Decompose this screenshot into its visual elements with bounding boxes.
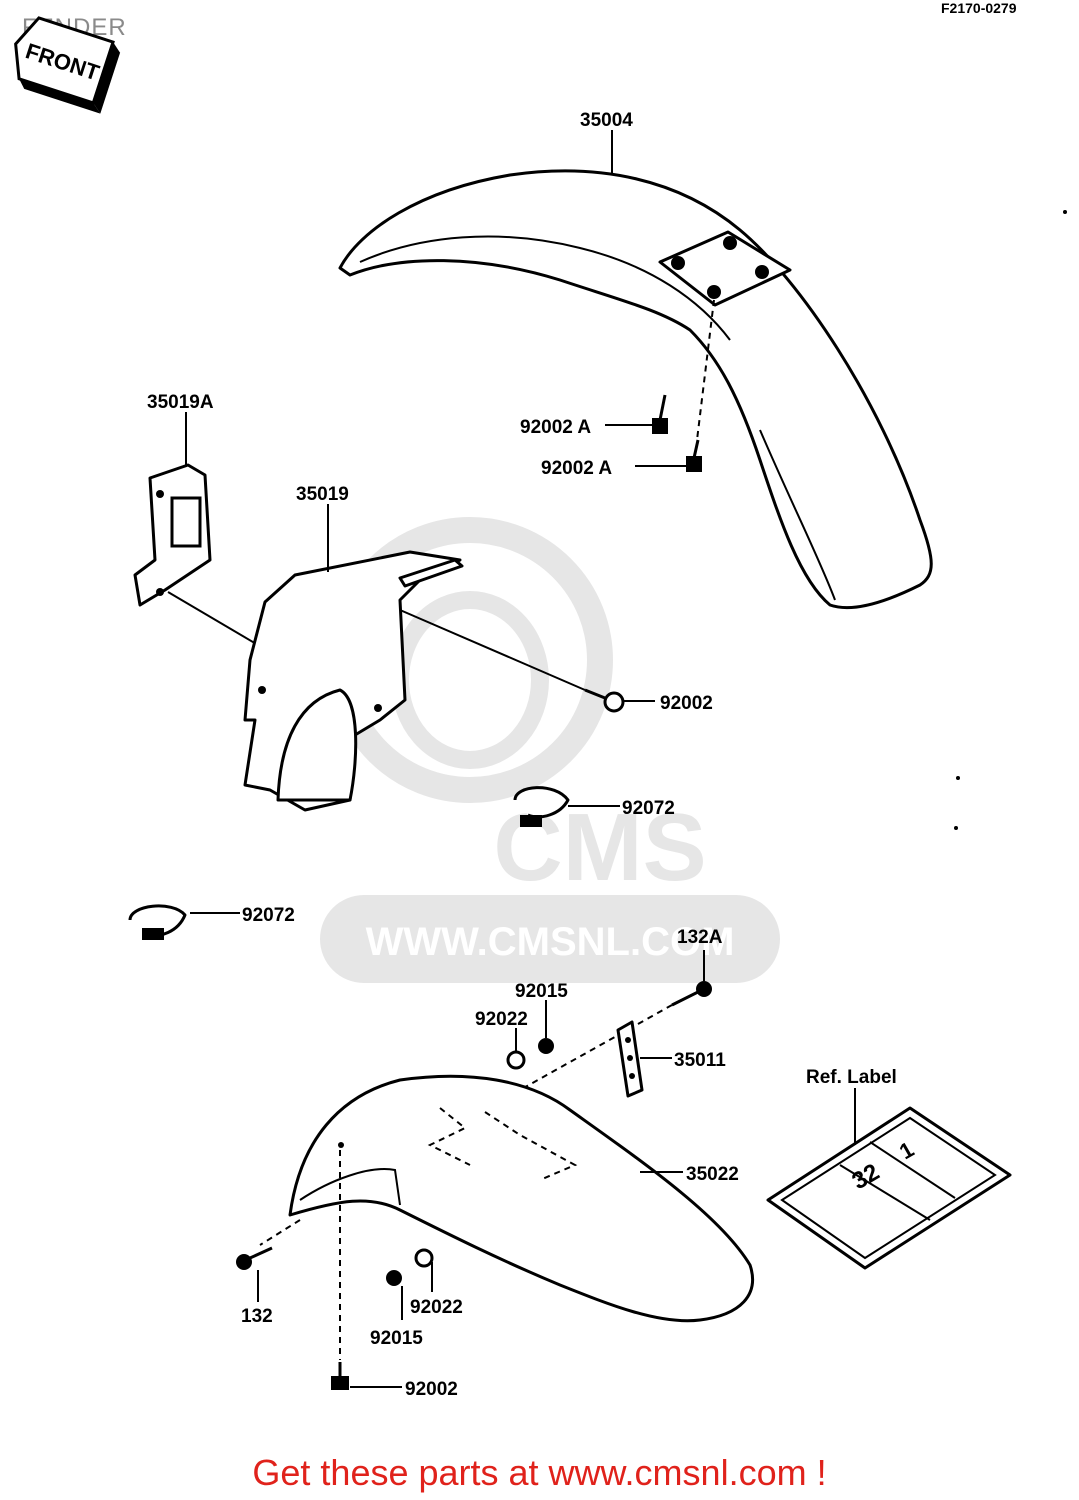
washer-92022-upper [506, 1050, 526, 1070]
label-35019: 35019 [296, 484, 349, 505]
label-132a: 132A [677, 927, 723, 948]
label-35022: 35022 [686, 1164, 739, 1185]
callout-labels: 35004 92002 A 92002 A 35019A 35019 92002… [147, 110, 897, 1400]
bolt-132a [519, 981, 712, 1091]
label-92002-bottom: 92002 [405, 1379, 458, 1400]
footer-link[interactable]: Get these parts at www.cmsnl.com ! [252, 1452, 827, 1493]
plate-35011 [616, 1020, 644, 1098]
label-92002a-1: 92002 A [520, 417, 591, 438]
bolt-92002a-1 [652, 394, 668, 434]
washer-92022-lower [414, 1248, 434, 1268]
bolt-92002-bottom [331, 1362, 349, 1390]
label-92072-left: 92072 [242, 905, 295, 926]
footer-cta: Get these parts at www.cmsnl.com ! [0, 1452, 1079, 1494]
label-92072-right: 92072 [622, 798, 675, 819]
bolt-92002a-2 [686, 439, 702, 472]
diagram-code: F2170-0279 [941, 0, 1017, 16]
stray-mark [1063, 210, 1067, 214]
label-35011: 35011 [674, 1050, 726, 1071]
label-92022-upper: 92022 [475, 1009, 528, 1030]
label-ref-label: Ref. Label [806, 1067, 897, 1088]
watermark-url: WWW.CMSNL.COM [366, 920, 735, 964]
label-92002-mid: 92002 [660, 693, 713, 714]
label-35004: 35004 [580, 110, 633, 131]
bracket-35019 [243, 550, 586, 812]
label-132: 132 [241, 1306, 273, 1327]
bolt-132 [236, 1246, 273, 1270]
label-92015-lower: 92015 [370, 1328, 423, 1349]
clamp-92072-right [513, 786, 570, 827]
cms-watermark: CMS WWW.CMSNL.COM [320, 517, 780, 983]
label-92022-lower: 92022 [410, 1297, 463, 1318]
ref-label-sticker: 32 1 [766, 1106, 1012, 1270]
clamp-92072-left [128, 904, 187, 940]
stray-mark [956, 776, 960, 780]
leader-lines [185, 130, 856, 1388]
stray-mark [954, 826, 958, 830]
nut-92015-lower [386, 1270, 402, 1286]
rear-fender [259, 1074, 755, 1360]
nut-92015-upper [538, 1038, 554, 1054]
front-fender [338, 169, 933, 610]
front-arrow-tag: FRONT [14, 16, 121, 114]
label-92015-upper: 92015 [515, 981, 568, 1002]
label-35019a: 35019A [147, 392, 214, 413]
label-92002a-2: 92002 A [541, 458, 612, 479]
bracket-35019a [133, 463, 259, 646]
